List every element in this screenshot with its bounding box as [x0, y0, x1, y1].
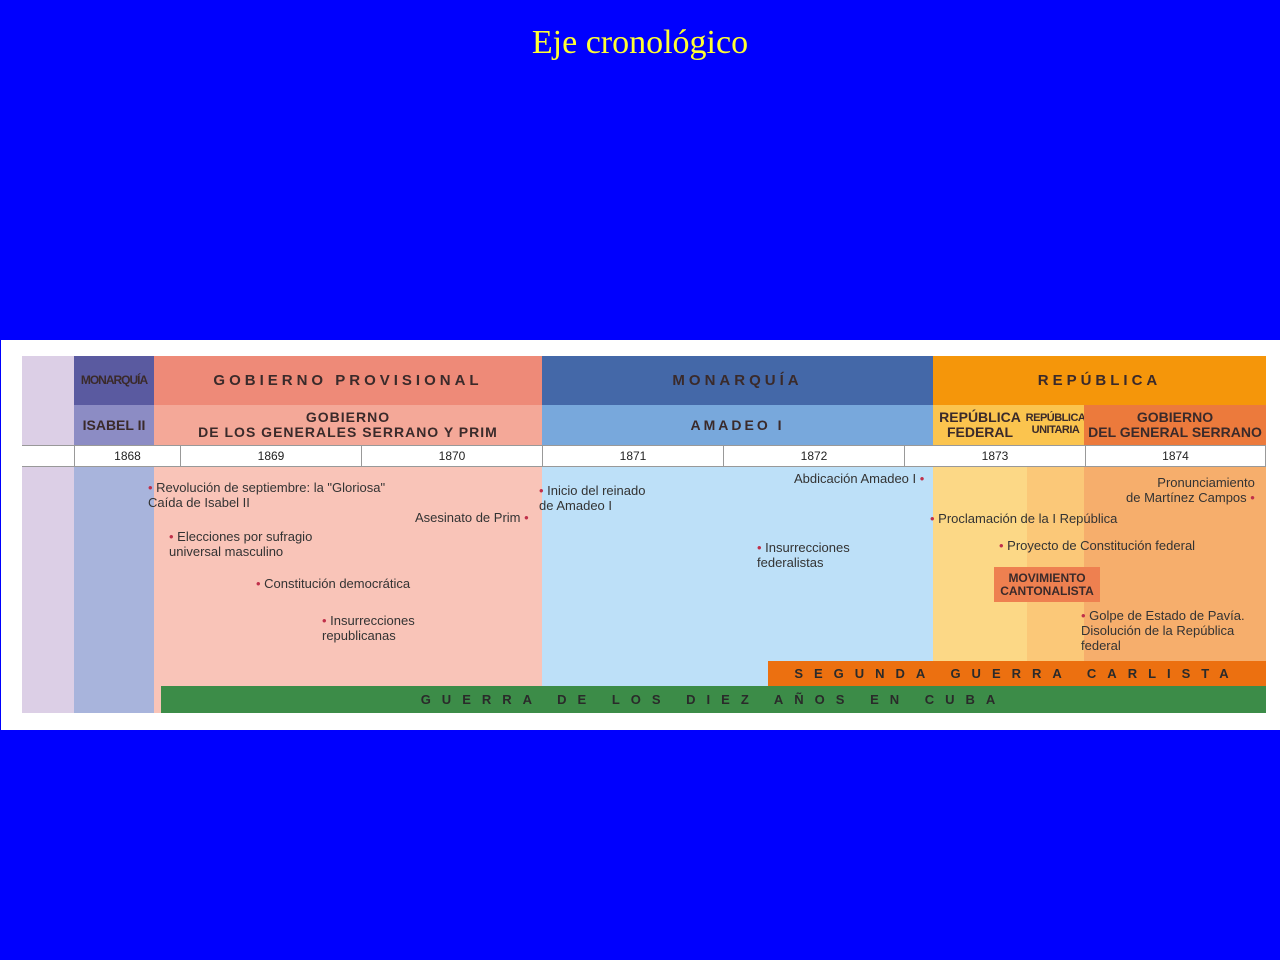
isabel-body [74, 467, 154, 713]
year-cell: 1869 [180, 445, 362, 467]
sub-label: REPÚBLICA [939, 409, 1021, 426]
event-text: Constitución democrática [264, 576, 411, 591]
period-monarquia-amadeo: MONARQUÍA [542, 356, 933, 405]
event-text: Pronunciamiento de Martínez Campos [1126, 475, 1255, 505]
timeline-panel: MONARQUÍA GOBIERNO PROVISIONAL MONARQUÍA… [1, 340, 1280, 730]
event-revolucion: • Revolución de septiembre: la "Gloriosa… [148, 480, 386, 510]
event-text: Golpe de Estado de Pavía. Disolución de … [1081, 608, 1245, 653]
sub-label: UNITARIA [1031, 424, 1080, 436]
slide-title: Eje cronológico [531, 24, 749, 61]
period-gobierno-provisional: GOBIERNO PROVISIONAL [154, 356, 542, 405]
event-text: Revolución de septiembre: la "Gloriosa" … [148, 480, 386, 510]
provisional-body [154, 467, 542, 713]
event-proyecto-constitucion: • Proyecto de Constitución federal [999, 538, 1196, 553]
event-insurrecciones-republicanas: • Insurrecciones republicanas [322, 613, 415, 643]
event-inicio-amadeo: • Inicio del reinado de Amadeo I [539, 483, 646, 513]
bar-segunda-guerra-carlista: SEGUNDA GUERRA CARLISTA [768, 661, 1266, 686]
margin-column [22, 356, 74, 713]
sub-label: REPÚBLICA [1025, 412, 1086, 425]
year-cell: 1873 [904, 445, 1086, 467]
event-text: Insurrecciones republicanas [322, 613, 415, 643]
event-elecciones: • Elecciones por sufragio universal masc… [169, 529, 313, 559]
bar-guerra-cuba: GUERRA DE LOS DIEZ AÑOS EN CUBA [161, 686, 1266, 713]
event-text: Elecciones por sufragio universal mascul… [169, 529, 313, 559]
sub-label: DEL GENERAL SERRANO [1088, 424, 1262, 440]
event-abdicacion: Abdicación Amadeo I • [794, 471, 925, 486]
movimiento-cantonalista-box: MOVIMIENTO CANTONALISTA [994, 567, 1100, 602]
event-insurrecciones-federalistas: • Insurrecciones federalistas [757, 540, 850, 570]
year-cell: 1871 [542, 445, 724, 467]
year-cell: 1870 [361, 445, 543, 467]
sub-label: GOBIERNO [1136, 409, 1214, 426]
sub-label: GOBIERNO [305, 409, 391, 426]
event-constitucion: • Constitución democrática [256, 576, 411, 591]
year-cell: 1872 [723, 445, 905, 467]
year-cell: 1874 [1085, 445, 1266, 467]
event-text: Inicio del reinado de Amadeo I [539, 483, 646, 513]
period-monarquia-isabel: MONARQUÍA [74, 356, 154, 405]
period-republica: REPÚBLICA [933, 356, 1266, 405]
event-text: Proyecto de Constitución federal [1007, 538, 1196, 553]
event-asesinato-prim: Asesinato de Prim • [415, 510, 529, 525]
event-text: Abdicación Amadeo I [794, 471, 917, 486]
sub-isabel: ISABEL II [74, 405, 154, 445]
sub-label: DE LOS GENERALES SERRANO Y PRIM [198, 424, 498, 440]
sub-label: FEDERAL [946, 424, 1014, 440]
event-text: Insurrecciones federalistas [757, 540, 850, 570]
event-pronunciamiento: Pronunciamiento de Martínez Campos • [1126, 475, 1255, 505]
year-cell: 1868 [74, 445, 181, 467]
event-text: Proclamación de la I República [938, 511, 1118, 526]
event-golpe-pavia: • Golpe de Estado de Pavía. Disolución d… [1081, 608, 1245, 653]
sub-amadeo: AMADEO I [542, 405, 933, 445]
event-proclamacion: • Proclamación de la I República [930, 511, 1118, 526]
event-text: Asesinato de Prim [415, 510, 521, 525]
